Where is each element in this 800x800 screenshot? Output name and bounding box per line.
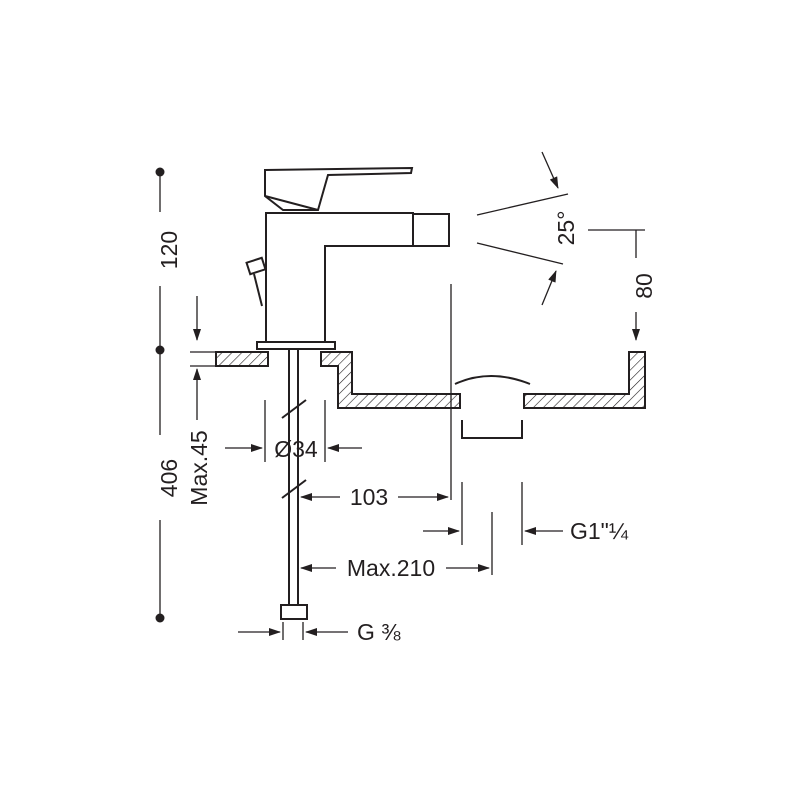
label-g-3-8: G ⅜ xyxy=(357,619,401,645)
outlet-height-dimension xyxy=(588,229,645,341)
deck-thickness-dimension xyxy=(190,296,215,420)
label-height-120: 120 xyxy=(156,231,182,269)
label-max-45: Max.45 xyxy=(186,430,212,505)
hole-diameter-dimension xyxy=(225,400,362,462)
max-reach-dimension xyxy=(300,512,493,575)
spray-angle-dimension xyxy=(476,151,569,306)
waste-thread-dimension xyxy=(423,482,563,545)
dimension-dot-middle xyxy=(155,345,165,355)
label-g1-1-4: G1"¼ xyxy=(570,518,629,544)
label-reach-103: 103 xyxy=(350,484,388,510)
supply-thread-dimension xyxy=(238,622,348,640)
dimension-dot-top xyxy=(155,167,165,177)
label-height-406: 406 xyxy=(156,459,182,497)
label-angle-25: 25° xyxy=(553,211,579,246)
faucet-body xyxy=(245,166,450,350)
supply-pipe xyxy=(280,349,308,620)
bidet-section xyxy=(215,351,646,439)
label-height-80: 80 xyxy=(631,273,657,299)
spout-reach-dimension xyxy=(300,284,452,501)
height-dimension-line xyxy=(155,167,165,623)
dimension-dot-bottom xyxy=(155,613,165,623)
label-diameter-34: Ø34 xyxy=(274,436,318,462)
label-max-210: Max.210 xyxy=(347,555,435,581)
